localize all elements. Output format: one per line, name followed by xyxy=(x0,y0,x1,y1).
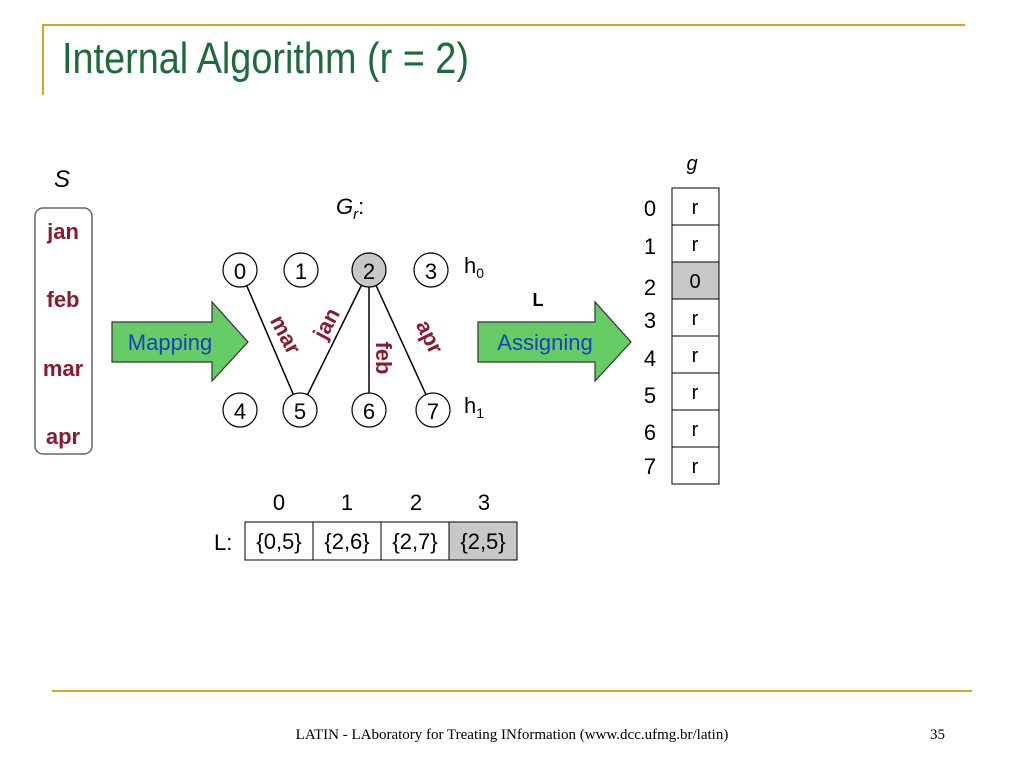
l-table: 0 1 2 3 {0,5} {2,6} {2,7} {2,5} xyxy=(244,490,518,561)
g-index-6: 6 xyxy=(644,420,656,445)
edge-jan xyxy=(299,269,370,411)
g-table-title: g xyxy=(686,153,697,175)
g-index-2: 2 xyxy=(644,275,656,300)
edge-label-apr: apr xyxy=(411,316,449,358)
svg-text:3: 3 xyxy=(425,259,437,284)
g-cell-3 xyxy=(671,298,720,337)
vertex-6: 6 xyxy=(351,392,387,428)
set-item-jan: jan xyxy=(46,219,79,244)
l-header-3: 3 xyxy=(478,490,490,515)
g-cell-7 xyxy=(671,446,720,485)
assigning-label: Assigning xyxy=(497,330,592,355)
l-cell-1 xyxy=(312,521,382,561)
g-table: r r 0 r r r r r 0 1 2 3 4 5 6 7 xyxy=(644,187,720,485)
g-value-6: r xyxy=(692,419,699,441)
g-index-0: 0 xyxy=(644,196,656,221)
g-cell-4 xyxy=(671,335,720,374)
edge-label-jan: jan xyxy=(307,304,344,345)
g-value-3: r xyxy=(692,308,699,330)
g-cell-5 xyxy=(671,372,720,411)
edge-apr xyxy=(368,269,434,411)
l-header-1: 1 xyxy=(341,490,353,515)
set-item-feb: feb xyxy=(47,287,80,312)
assigning-arrow xyxy=(477,300,632,383)
g-cell-2-highlighted xyxy=(671,261,720,300)
g-value-0: r xyxy=(692,197,699,219)
set-label: S xyxy=(54,166,70,193)
g-index-4: 4 xyxy=(644,346,656,371)
l-header-2: 2 xyxy=(410,490,422,515)
g-value-5: r xyxy=(692,382,699,404)
vertex-7: 7 xyxy=(415,392,451,428)
l-cell-3-highlighted xyxy=(448,521,518,561)
slide-title: Internal Algorithm (r = 2) xyxy=(62,34,469,83)
g-value-7: r xyxy=(692,456,699,478)
edge-label-feb: feb xyxy=(371,342,396,375)
g-cell-0 xyxy=(671,187,720,226)
l-header-0: 0 xyxy=(273,490,285,515)
svg-text:6: 6 xyxy=(363,399,375,424)
g-value-4: r xyxy=(692,345,699,367)
vertex-1: 1 xyxy=(283,252,319,288)
l-value-2: {2,7} xyxy=(392,529,437,554)
edge-mar xyxy=(239,269,301,411)
footer-text: LATIN - LAboratory for Treating INformat… xyxy=(295,727,729,743)
graph-label: Gr: xyxy=(336,194,364,223)
l-value-0: {0,5} xyxy=(256,529,301,554)
svg-text:2: 2 xyxy=(363,259,375,284)
set-item-apr: apr xyxy=(46,424,81,449)
row-label-h1: h1 xyxy=(464,393,484,421)
vertex-0: 0 xyxy=(222,252,258,288)
l-cell-0 xyxy=(244,521,314,561)
g-value-1: r xyxy=(692,234,699,256)
mapping-label: Mapping xyxy=(128,330,212,355)
vertex-5: 5 xyxy=(282,392,318,428)
vertex-3: 3 xyxy=(413,252,449,288)
svg-text:5: 5 xyxy=(294,399,306,424)
row-label-h0: h0 xyxy=(464,253,484,281)
l-table-prefix: L: xyxy=(214,530,232,555)
set-item-mar: mar xyxy=(43,356,84,381)
l-value-1: {2,6} xyxy=(324,529,369,554)
g-value-2: 0 xyxy=(689,271,700,293)
g-cell-6 xyxy=(671,409,720,448)
g-index-5: 5 xyxy=(644,383,656,408)
edge-label-mar: mar xyxy=(265,311,306,359)
svg-text:0: 0 xyxy=(234,259,246,284)
vertex-2-highlighted: 2 xyxy=(351,252,387,288)
svg-text:7: 7 xyxy=(427,399,439,424)
l-value-3: {2,5} xyxy=(460,529,505,554)
g-index-7: 7 xyxy=(644,454,656,479)
set-box xyxy=(34,207,93,455)
g-index-3: 3 xyxy=(644,308,656,333)
assigning-top-label: L xyxy=(533,290,544,310)
mapping-arrow xyxy=(111,300,249,383)
page-number: 35 xyxy=(930,727,945,743)
svg-text:1: 1 xyxy=(295,259,307,284)
vertex-4: 4 xyxy=(222,392,258,428)
g-index-1: 1 xyxy=(644,234,656,259)
svg-text:4: 4 xyxy=(234,399,246,424)
